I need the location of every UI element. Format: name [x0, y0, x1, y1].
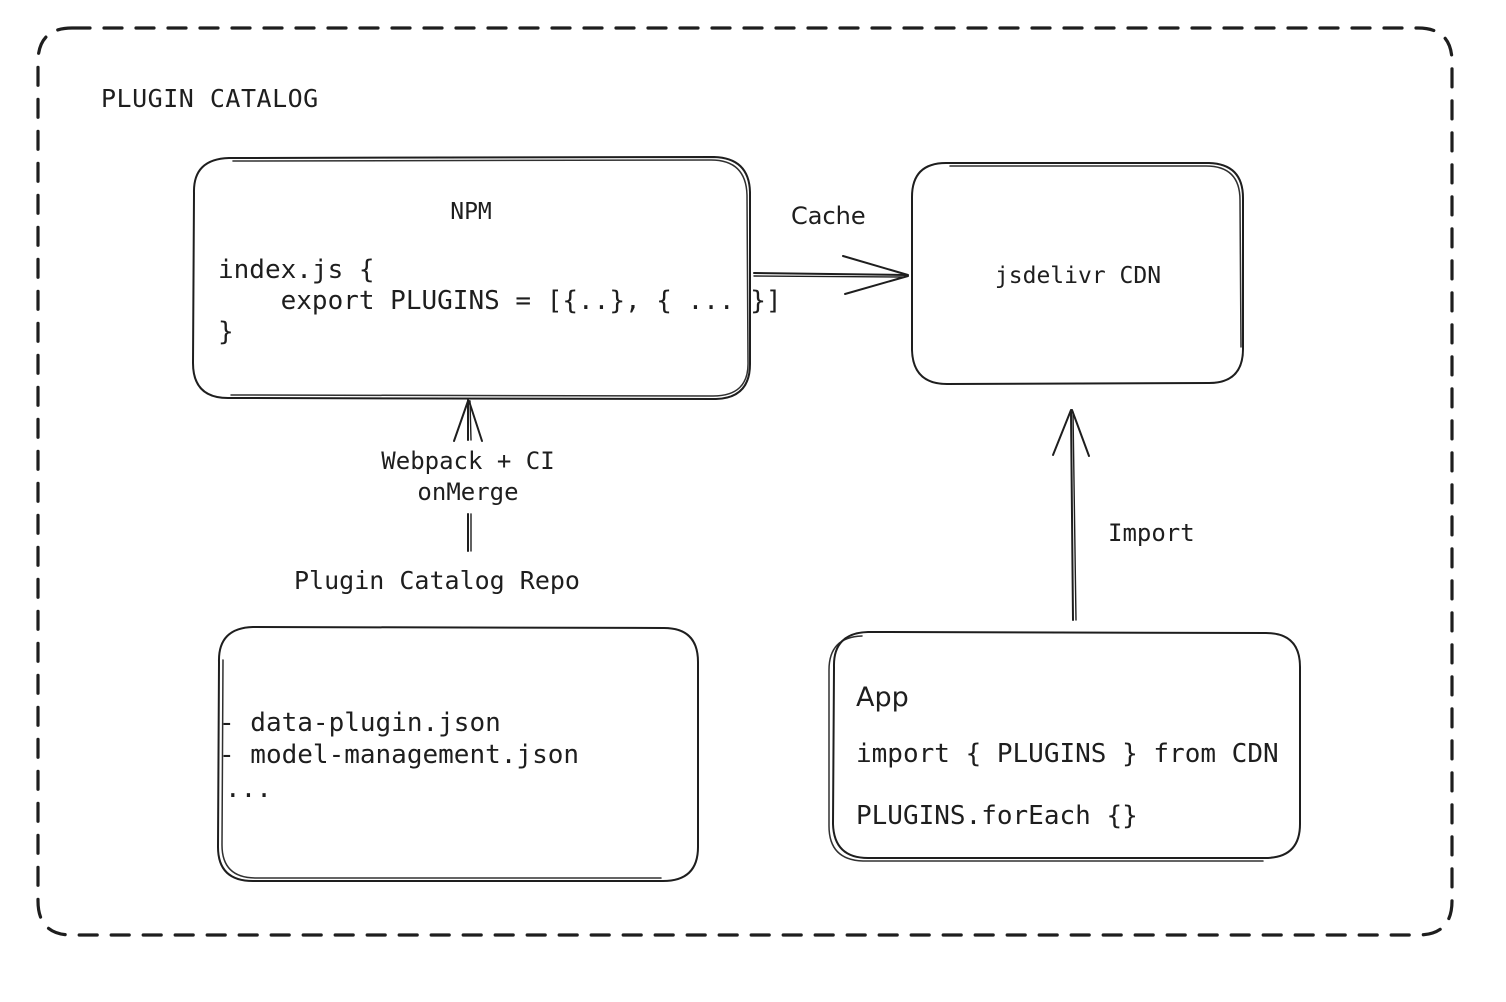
plugin-catalog-repo-label: Plugin Catalog Repo — [294, 566, 580, 595]
repo-file-line-1: - data-plugin.json — [219, 708, 501, 738]
app-code-line-2: PLUGINS.forEach {} — [856, 801, 1138, 831]
app-code-line-1: import { PLUGINS } from CDN — [856, 739, 1279, 769]
webpack-ci-label-line-1: Webpack + CI — [381, 447, 554, 475]
npm-title: NPM — [450, 199, 492, 225]
npm-box[interactable] — [192, 156, 751, 400]
app-title: App — [856, 682, 909, 713]
repo-file-line-2: - model-management.json — [219, 740, 579, 770]
npm-code-line-3: } — [218, 317, 234, 347]
import-arrow-label: Import — [1108, 519, 1195, 547]
jsdelivr-cdn-title: jsdelivr CDN — [995, 263, 1161, 289]
app-box[interactable] — [828, 631, 1301, 862]
jsdelivr-cdn-box[interactable] — [911, 162, 1244, 385]
cache-arrow — [753, 255, 909, 295]
cache-arrow-label: Cache — [791, 202, 866, 230]
import-arrow — [1052, 409, 1090, 621]
npm-code-line-1: index.js { — [218, 255, 375, 285]
webpack-ci-label-line-2: onMerge — [417, 478, 518, 506]
plugin-catalog-repo-box[interactable] — [217, 626, 699, 882]
webpack-ci-arrow — [453, 399, 483, 552]
npm-code-line-2: export PLUGINS = [{..}, { ... }] — [218, 286, 782, 316]
repo-file-line-3: ... — [225, 774, 272, 804]
frame-label: PLUGIN CATALOG — [101, 84, 319, 113]
plugin-catalog-frame — [36, 26, 1454, 937]
